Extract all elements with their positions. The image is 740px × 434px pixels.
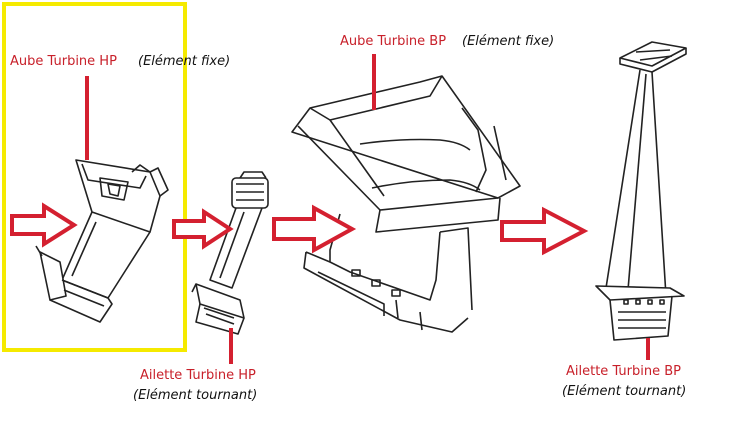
label-hp-vane-note: (Elément fixe) [138, 54, 231, 69]
lp-vane-drawing [291, 75, 521, 333]
label-lp-vane-note: (Elément fixe) [462, 34, 555, 49]
label-hp-blade: Ailette Turbine HP [140, 368, 256, 383]
flow-arrow-2 [172, 208, 234, 250]
flow-arrow-4 [500, 206, 589, 256]
hp-vane-drawing [35, 159, 169, 323]
flow-arrow-3 [272, 204, 357, 254]
label-lp-blade: Ailette Turbine BP [566, 364, 681, 379]
highlight-frame [2, 2, 187, 352]
lp-blade-drawing [595, 41, 687, 341]
label-lp-blade-note: (Elément tournant) [562, 384, 687, 399]
hp-blade-drawing [191, 171, 269, 335]
label-hp-blade-note: (Elément tournant) [133, 388, 258, 403]
label-hp-vane: Aube Turbine HP [10, 54, 117, 69]
flow-arrow-1 [10, 202, 78, 248]
label-lp-vane: Aube Turbine BP [340, 34, 447, 49]
